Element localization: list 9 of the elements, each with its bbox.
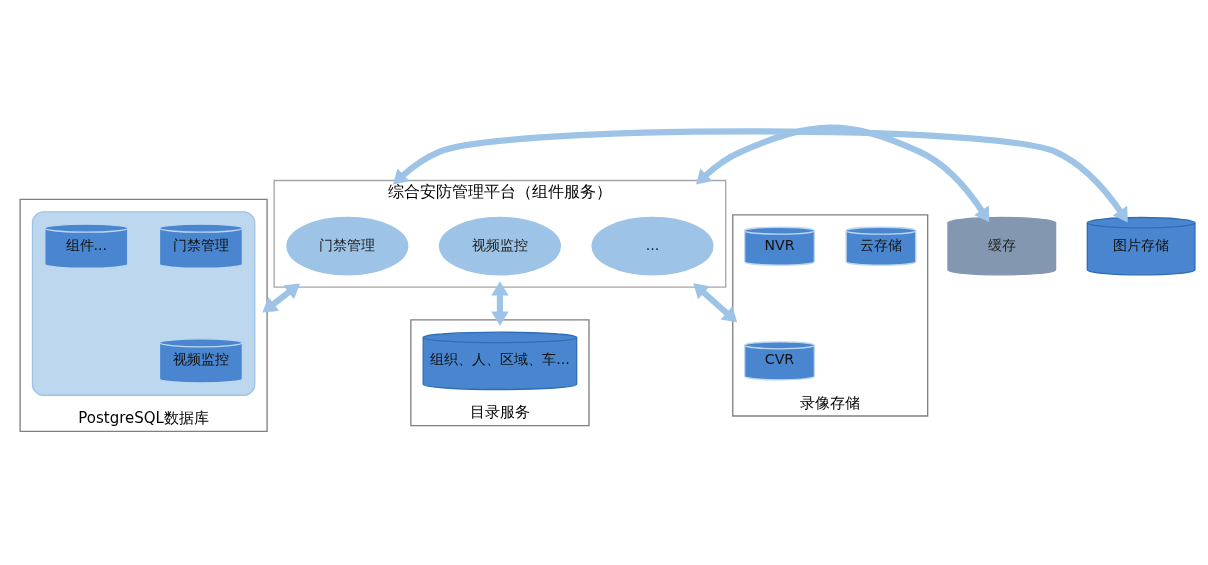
arrow <box>491 280 509 326</box>
arrow <box>262 283 300 313</box>
arrow <box>695 124 990 222</box>
node-ellipse: 门禁管理 <box>286 216 409 276</box>
node-ellipse: ... <box>591 216 714 276</box>
arrow <box>393 127 1128 222</box>
arrow <box>693 282 738 322</box>
cluster <box>31 210 256 396</box>
node-ellipse: 视频监控 <box>438 216 561 276</box>
